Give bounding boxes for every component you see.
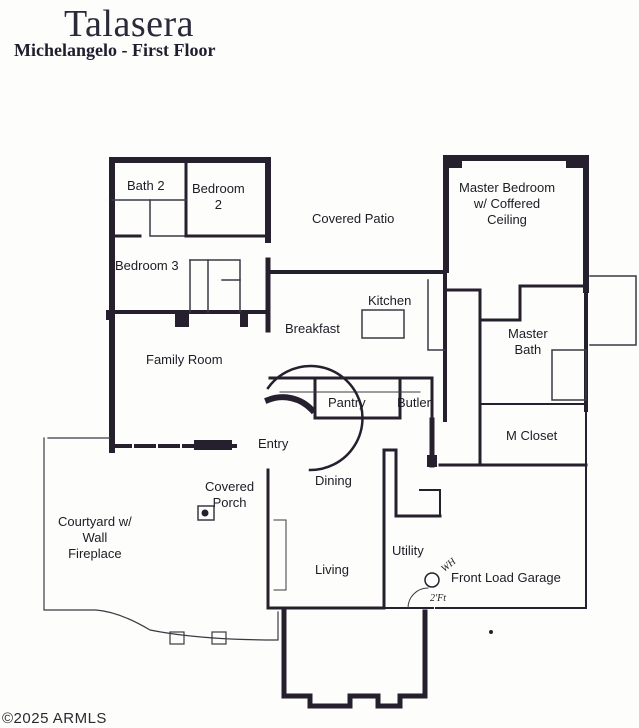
room-label-master-bedroom-line2: w/ Coffered bbox=[473, 196, 541, 211]
room-label-courtyard-line3: Fireplace bbox=[68, 546, 122, 561]
room-label-bedroom3: Bedroom 3 bbox=[115, 258, 179, 273]
room-label-covered-porch-line1: Covered bbox=[205, 479, 255, 494]
front-projection-walls bbox=[281, 609, 428, 709]
bedroom-wing-walls bbox=[109, 157, 271, 243]
room-label-courtyard: Courtyard w/ Wall Fireplace bbox=[58, 514, 132, 562]
room-label-courtyard-line1: Courtyard w/ bbox=[58, 514, 132, 529]
copyright-watermark: ©2025 ARMLS bbox=[2, 710, 107, 727]
room-label-family-room: Family Room bbox=[146, 352, 223, 367]
room-label-garage: Front Load Garage bbox=[451, 570, 561, 585]
room-label-master-bath-line2: Bath bbox=[514, 342, 542, 357]
room-label-covered-porch-line2: Porch bbox=[212, 495, 247, 510]
room-label-bedroom2: Bedroom 2 bbox=[192, 181, 245, 213]
room-label-breakfast: Breakfast bbox=[285, 321, 340, 336]
room-label-dining: Dining bbox=[315, 473, 352, 488]
room-label-covered-patio: Covered Patio bbox=[312, 211, 395, 226]
room-label-utility: Utility bbox=[392, 543, 424, 558]
garage-walls bbox=[439, 464, 587, 609]
room-label-covered-porch: Covered Porch bbox=[205, 479, 254, 511]
room-label-master-bath: Master Bath bbox=[508, 326, 548, 358]
room-label-master-bath-line1: Master bbox=[508, 326, 548, 341]
annotation-two-ft: 2'Ft bbox=[430, 593, 447, 604]
room-label-butler: Butler bbox=[397, 395, 431, 410]
room-label-bedroom2-line2: 2 bbox=[214, 197, 222, 212]
room-label-bath2: Bath 2 bbox=[127, 178, 165, 193]
plan-title: Talasera bbox=[64, 3, 195, 45]
room-label-living: Living bbox=[315, 562, 349, 577]
room-label-bedroom2-line1: Bedroom bbox=[192, 181, 245, 196]
room-label-m-closet: M Closet bbox=[506, 428, 558, 443]
entry-rotunda bbox=[266, 364, 364, 472]
room-label-courtyard-line2: Wall bbox=[82, 530, 108, 545]
courtyard-wall bbox=[43, 437, 279, 641]
room-label-master-bedroom-line3: Ceiling bbox=[487, 212, 527, 227]
room-label-entry: Entry bbox=[258, 436, 289, 451]
room-label-master-bedroom: Master Bedroom w/ Coffered Ceiling bbox=[459, 180, 555, 228]
plan-subtitle: Michelangelo - First Floor bbox=[14, 40, 216, 60]
room-label-pantry: Pantry bbox=[328, 395, 366, 410]
room-label-kitchen: Kitchen bbox=[368, 293, 412, 308]
room-label-master-bedroom-line1: Master Bedroom bbox=[459, 180, 556, 195]
